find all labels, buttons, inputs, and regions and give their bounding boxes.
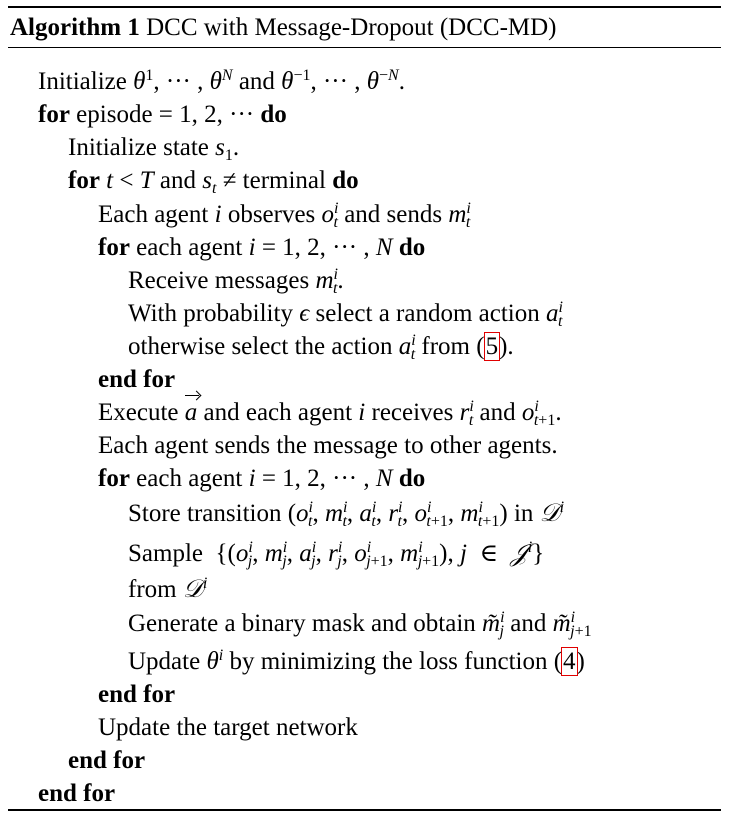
line-random-action: With probability ϵ select a random actio…	[128, 299, 563, 330]
line-observe-send: Each agent i observes oit and sends mit	[98, 200, 471, 231]
top-rule	[8, 6, 721, 8]
line-update-target: Update the target network	[98, 714, 358, 741]
line-end-for-inner-1: end for	[98, 366, 176, 393]
line-for-episode: for episode = 1, 2, ··· do	[38, 101, 287, 128]
line-for-each-agent-2: for each agent i = 1, 2, ··· , N do	[98, 465, 426, 492]
keyword-for: for	[38, 101, 70, 128]
keyword-do: do	[398, 234, 426, 261]
line-receive-messages: Receive messages mit.	[128, 266, 344, 297]
caption-rule	[8, 47, 721, 48]
line-end-for-inner-2: end for	[98, 681, 176, 708]
line-execute: Execute a and each agent i receives rit …	[98, 395, 562, 429]
line-end-for-episode: end for	[38, 780, 116, 807]
keyword-for: for	[98, 234, 130, 261]
equation-ref-link[interactable]: 5	[483, 332, 501, 361]
line-sample: Sample {(oij, mij, aij, rij, oij+1, mij+…	[128, 538, 545, 570]
line-from-d: from 𝒟i	[128, 574, 208, 603]
line-for-each-agent-1: for each agent i = 1, 2, ··· , N do	[98, 234, 426, 261]
keyword-for: for	[68, 167, 100, 194]
line-for-t: for t < T and st ≠ terminal do	[68, 167, 359, 197]
algorithm-label: Algorithm 1	[10, 14, 140, 41]
line-initialize-state: Initialize state s1.	[68, 134, 240, 164]
keyword-do: do	[260, 101, 287, 128]
line-end-for-t: end for	[68, 747, 146, 774]
line-select-action: otherwise select the action ait from (5)…	[128, 332, 514, 363]
equation-ref-link[interactable]: 4	[561, 647, 578, 676]
keyword-for: for	[98, 465, 130, 492]
line-initialize-params: Initialize θ1, ··· , θN and θ−1, ··· , θ…	[38, 67, 405, 96]
line-store-transition: Store transition (oit, mit, ait, rit, oi…	[128, 498, 565, 530]
algorithm-title: DCC with Message-Dropout (DCC-MD)	[146, 14, 557, 41]
bottom-rule	[8, 809, 721, 811]
keyword-do: do	[332, 167, 359, 194]
keyword-do: do	[398, 465, 426, 492]
line-binary-mask: Generate a binary mask and obtain m̃ij a…	[128, 609, 592, 640]
algorithm-caption: Algorithm 1 DCC with Message-Dropout (DC…	[10, 13, 557, 43]
line-send-message: Each agent sends the message to other ag…	[98, 432, 558, 459]
algorithm-block: Algorithm 1 DCC with Message-Dropout (DC…	[8, 6, 721, 812]
line-update-theta: Update θi by minimizing the loss functio…	[128, 647, 585, 676]
